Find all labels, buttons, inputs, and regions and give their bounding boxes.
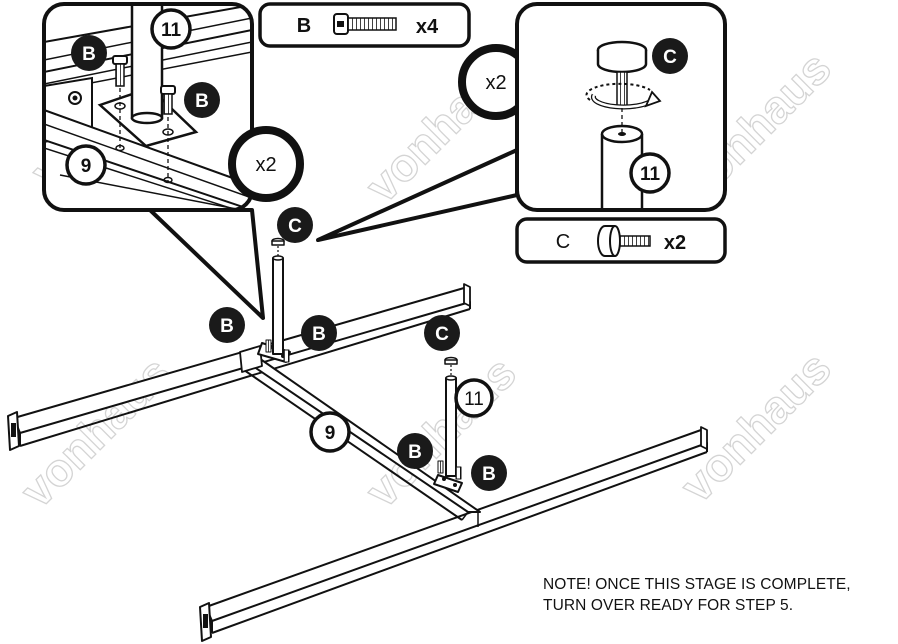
bolt-label: B: [408, 442, 422, 463]
bolt-label-badge: B: [209, 307, 245, 343]
leg-label-badge: 11: [629, 152, 671, 194]
cap-hardware-box: C x2: [515, 217, 727, 264]
frame-bar-label: 9: [325, 423, 336, 444]
bolt-label: B: [482, 464, 496, 485]
leg-label: 11: [161, 20, 182, 41]
foot-cap-label: C: [435, 324, 449, 345]
bolt-hardware-box: B x4: [258, 2, 471, 48]
bolt-label: B: [195, 91, 209, 112]
bolt-label-badge: B: [471, 455, 507, 491]
foot-cap-label-badge: C: [424, 315, 460, 351]
bolt-label: B: [312, 324, 326, 345]
frame-bar-label: 9: [81, 156, 92, 177]
foot-cap-label-badge: C: [277, 207, 313, 243]
foot-cap-icon: [597, 225, 651, 257]
leg-label: 11: [640, 164, 661, 185]
bolt-label-badge: B: [397, 433, 433, 469]
bolt-box-label: B: [297, 15, 311, 37]
cap-box-label: C: [556, 231, 570, 253]
frame-bar-label-badge: 9: [309, 411, 351, 453]
leg-label: 11: [464, 389, 484, 410]
foot-cap-label: C: [288, 216, 302, 237]
bolt-icon: [333, 13, 397, 35]
bolt-label: B: [220, 316, 234, 337]
note-line-1: NOTE! ONCE THIS STAGE IS COMPLETE,: [543, 576, 851, 593]
right-multiplier: x2: [485, 72, 506, 94]
cap-box-quantity: x2: [664, 232, 686, 254]
bolt-box-quantity: x4: [416, 16, 439, 38]
bolt-label-badge: B: [71, 35, 107, 71]
left-multiplier-badge: x2: [228, 126, 304, 202]
bed-frame-assembly: [7, 237, 708, 642]
right-multiplier-badge: x2: [458, 44, 534, 120]
left-multiplier: x2: [255, 154, 276, 176]
note-line-2: TURN OVER READY FOR STEP 5.: [543, 597, 794, 614]
right-detail-callout: C 11: [316, 2, 727, 242]
watermark: vonhaus: [670, 342, 841, 513]
bolt-label: B: [82, 44, 96, 65]
leg-label-badge: 11: [150, 8, 192, 50]
frame-bar-label-badge: 9: [65, 144, 107, 186]
watermark: vonhaus: [10, 347, 181, 518]
foot-cap-label-badge: C: [652, 38, 688, 74]
foot-cap-label: C: [663, 47, 677, 68]
assembly-note: NOTE! ONCE THIS STAGE IS COMPLETE, TURN …: [543, 574, 895, 616]
bolt-label-badge: B: [301, 315, 337, 351]
leg-label-badge: 11: [454, 378, 494, 418]
left-detail-callout: 11 B B 9: [42, 2, 265, 320]
bolt-label-badge: B: [184, 82, 220, 118]
